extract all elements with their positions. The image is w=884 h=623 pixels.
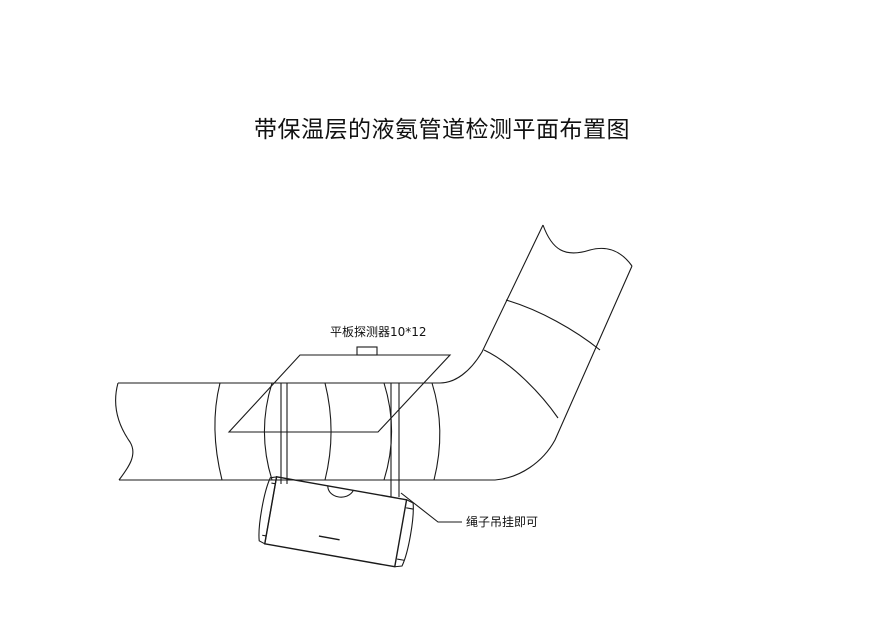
source-right-cap (394, 499, 414, 568)
rope-label: 绳子吊挂即可 (466, 515, 538, 529)
insulation-joint-4 (383, 382, 392, 481)
rope-leader-line (400, 492, 462, 523)
detector-tab (356, 346, 378, 356)
source-rib-1 (271, 482, 276, 485)
source-left-cap (258, 476, 278, 545)
insulation-joint-5 (431, 382, 441, 481)
source-rib-2 (262, 534, 267, 537)
pipe-bottom-edge (119, 265, 633, 481)
insulation-joint-1 (214, 382, 223, 481)
flat-panel-detector (227, 346, 452, 497)
source-body (263, 476, 408, 568)
elbow-joint-1 (505, 299, 601, 351)
source-rib-3 (406, 507, 414, 510)
elbow-joint-2 (483, 349, 559, 419)
detector-panel (227, 354, 452, 433)
xray-source (258, 476, 414, 568)
insulated-pipe (115, 224, 633, 481)
pipe-top-edge (118, 224, 544, 384)
diagram-title: 带保温层的液氨管道检测平面布置图 (254, 117, 630, 143)
source-window (327, 485, 354, 498)
source-slot (318, 535, 340, 541)
pipe-break-left (115, 382, 134, 481)
source-rib-4 (397, 558, 405, 561)
pipe-break-top (542, 224, 633, 267)
detector-label: 平板探测器10*12 (330, 325, 427, 339)
